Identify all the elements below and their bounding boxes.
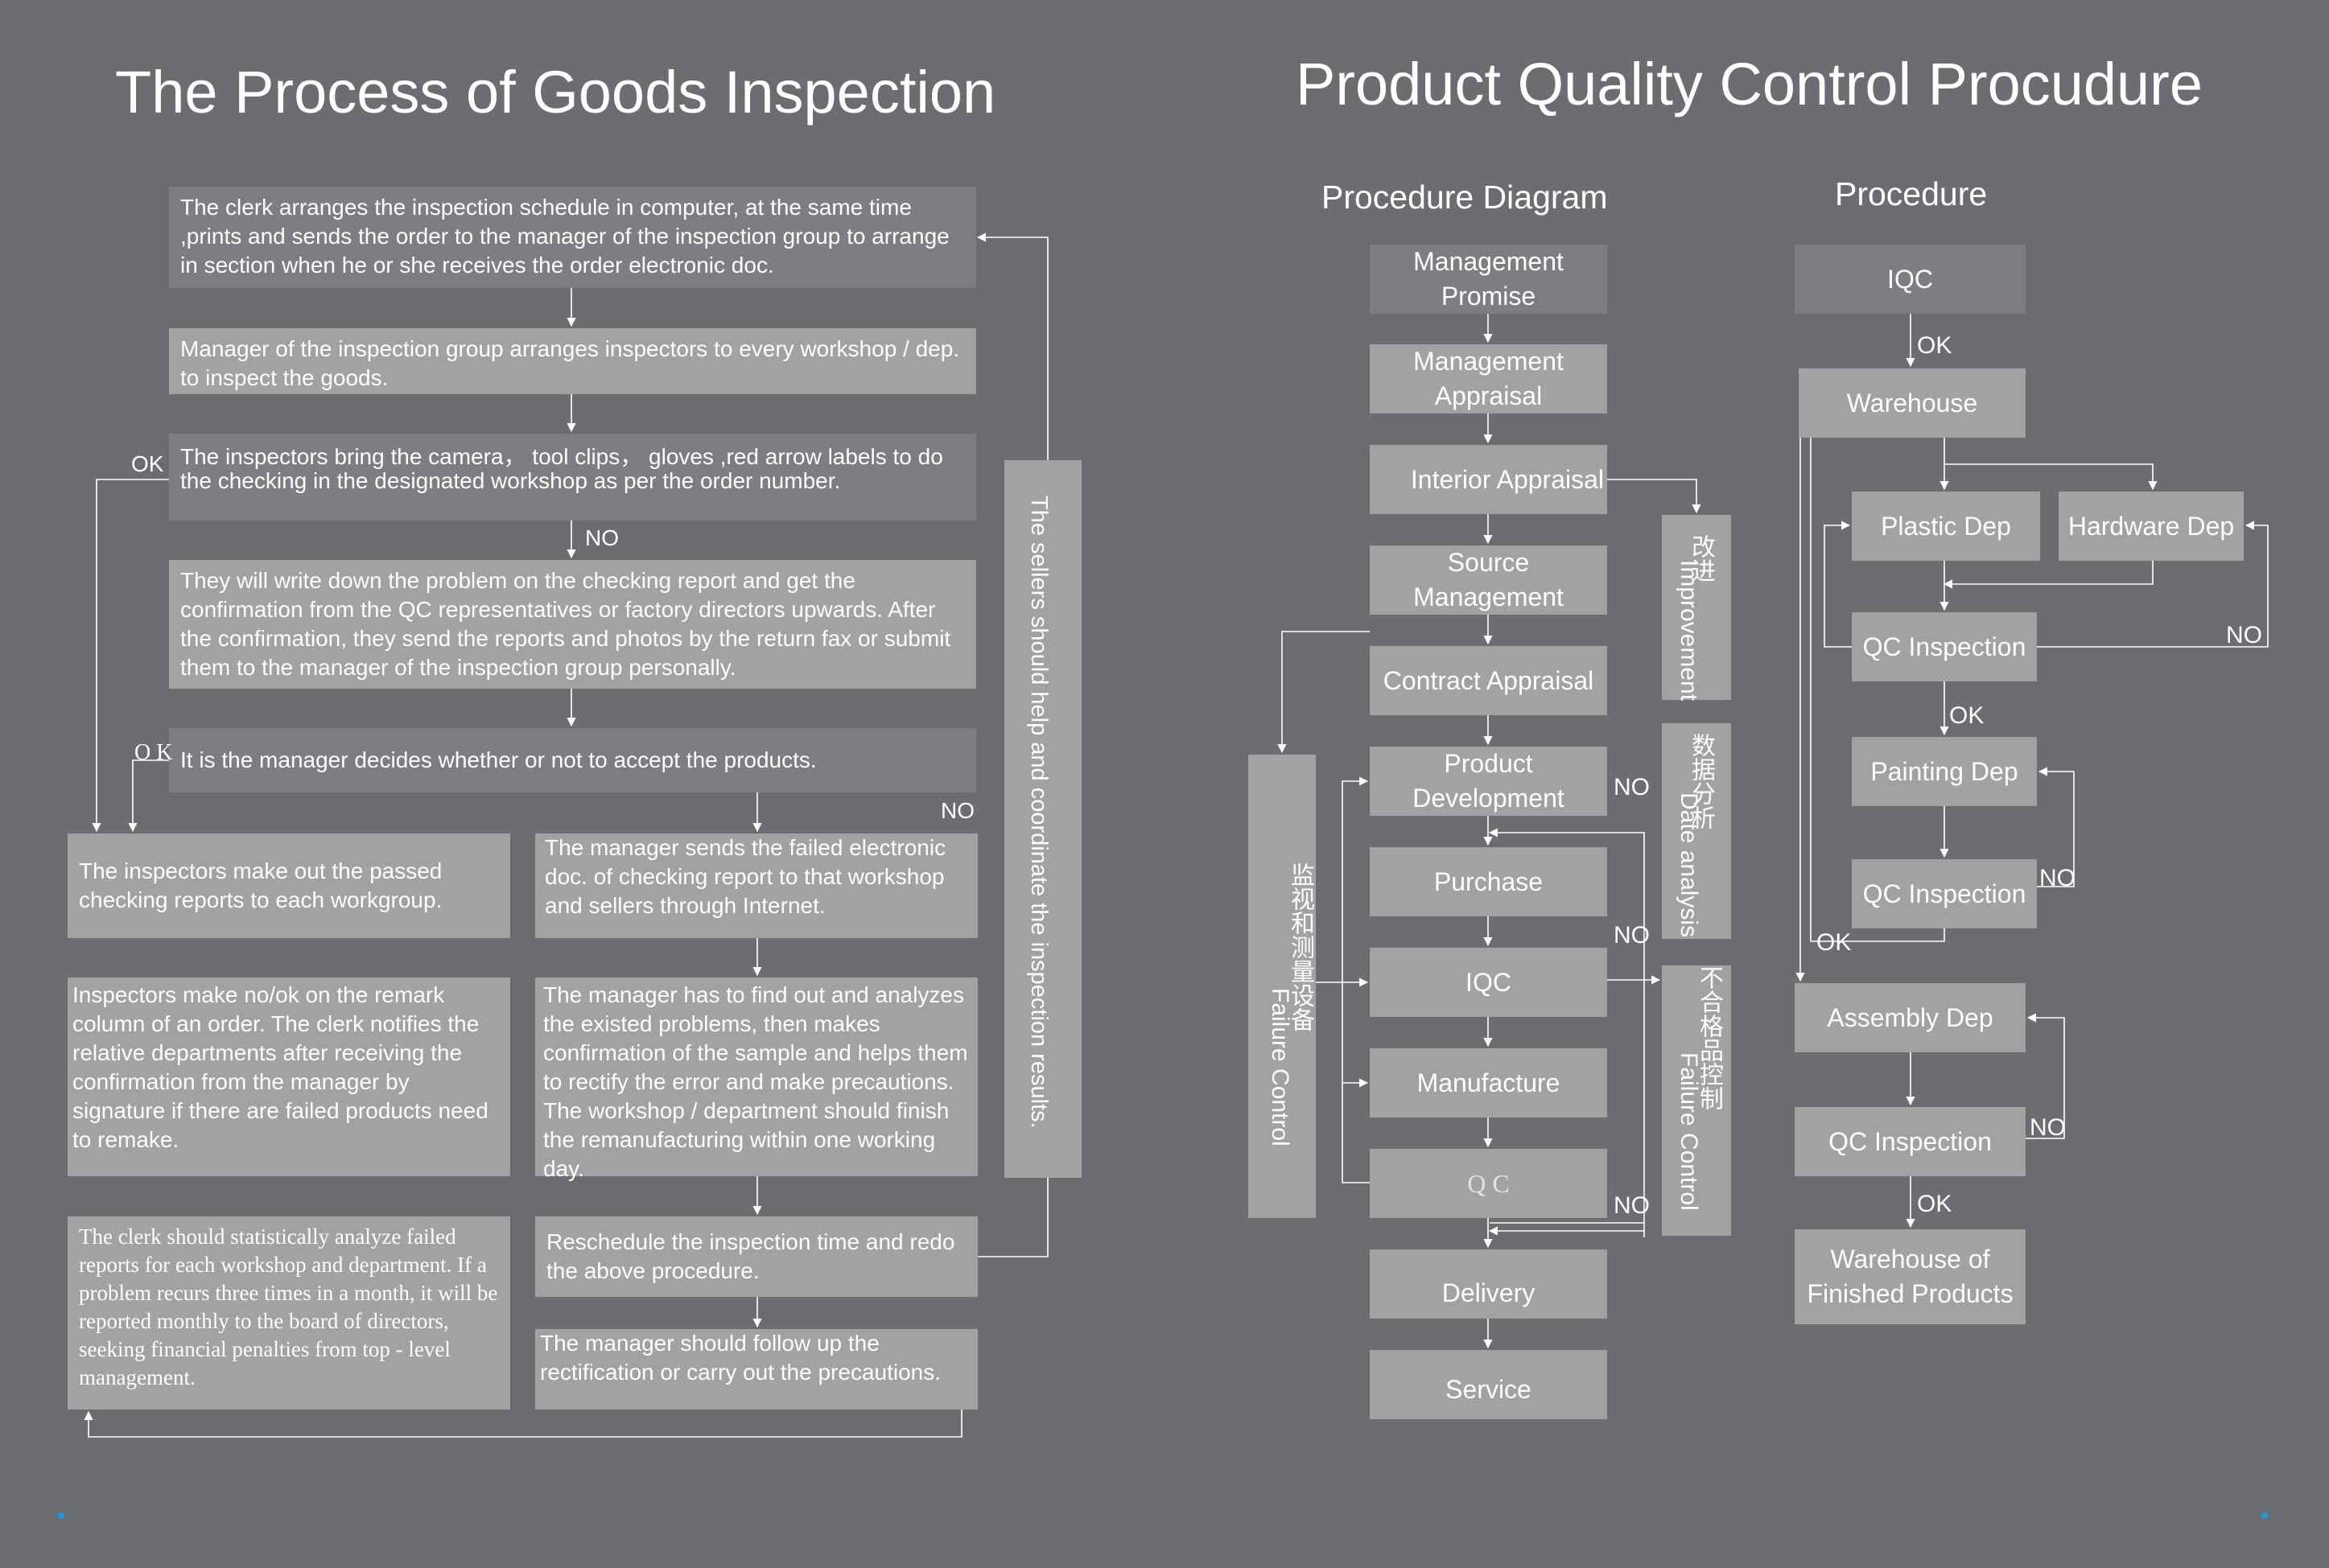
improvement-bar: 改进 Improvement <box>1662 515 1731 702</box>
data-analysis-en: Date analysis <box>1676 792 1702 938</box>
diagram-step-service: Service <box>1370 1350 1607 1419</box>
step-schedule-text: The clerk arranges the inspection schedu… <box>180 195 950 278</box>
page-marker-right <box>2261 1512 2268 1519</box>
arrow-ok-passed <box>92 479 169 833</box>
step-analyze-problems: The manager has to find out and analyzes… <box>535 977 978 1181</box>
proc-step-qc-inspection-3: QC Inspection <box>1795 1107 2026 1176</box>
proc-label-ok: OK <box>1917 332 1952 359</box>
data-analysis-bar: 数据分析 Date analysis <box>1662 723 1731 939</box>
proc-step-painting-dep: Painting Dep <box>1852 737 2037 806</box>
proc-step-warehouse: Warehouse <box>1799 368 2026 438</box>
proc-step-finished-warehouse: Warehouse of Finished Products <box>1795 1229 2026 1324</box>
failure-control-left-en: Failure Control <box>1267 988 1293 1146</box>
step-analyze-text: The manager has to find out and analyzes… <box>543 982 968 1181</box>
diagram-step-iqc: IQC <box>1370 948 1607 1017</box>
step-manager-decides: It is the manager decides whether or not… <box>169 728 976 792</box>
proc-step-hardware-dep: Hardware Dep <box>2059 492 2244 561</box>
step-decides-text: It is the manager decides whether or not… <box>180 747 817 772</box>
failure-control-right-bar: 不合格品控制 Failure Control <box>1662 965 1731 1236</box>
diagram-step-delivery: Delivery <box>1370 1249 1607 1319</box>
diagram-step-manufacture: Manufacture <box>1370 1048 1607 1117</box>
step-remark-text: Inspectors make no/ok on the remark colu… <box>72 982 488 1152</box>
step-statistics-text: The clerk should statistically analyze f… <box>79 1224 498 1389</box>
arrow-loop-purchase <box>1488 828 1645 1237</box>
line-reschedule-sellers <box>978 1178 1049 1257</box>
arrow-qc1-no-plastic <box>1824 521 1852 648</box>
diagram-label-no: NO <box>1614 774 1650 800</box>
step-statistics: The clerk should statistically analyze f… <box>68 1216 510 1410</box>
arrow-qc1-no-hardware <box>2037 521 2269 648</box>
step-arrange-inspectors: Manager of the inspection group arranges… <box>169 328 976 394</box>
arrow-ok2-passed <box>128 759 169 833</box>
proc-label-no: NO <box>2226 622 2262 648</box>
proc-step-qc-inspection-2: QC Inspection <box>1852 859 2037 928</box>
proc-step-plastic-dep: Plastic Dep <box>1852 492 2040 561</box>
diagram-step-purchase: Purchase <box>1370 847 1607 916</box>
step-reschedule: Reschedule the inspection time and redo … <box>535 1216 978 1297</box>
failure-control-left-cn: 监视和测量设备 <box>1287 862 1313 1031</box>
arrow-followup-statistics <box>84 1410 963 1438</box>
step-write-text: They will write down the problem on the … <box>180 568 951 680</box>
arrow-source-failure <box>1277 631 1370 754</box>
label-ok: OK <box>131 451 164 476</box>
diagram-step-management-promise: Management Promise <box>1370 245 1607 314</box>
page-marker-left <box>58 1512 64 1519</box>
arrow-hardware-qc1 <box>1943 561 2154 589</box>
proc-label-ok-4: OK <box>1917 1191 1952 1217</box>
arrow-sellers-schedule <box>976 233 1049 460</box>
proc-label-ok-2: OK <box>1949 702 1985 729</box>
step-bring-text: The inspectors bring the camera， tool cl… <box>180 444 943 493</box>
step-arrange-text: Manager of the inspection group arranges… <box>180 336 960 390</box>
improvement-cn: 改进 <box>1688 534 1714 582</box>
proc-step-iqc: IQC <box>1795 245 2026 314</box>
proc-step-assembly-dep: Assembly Dep <box>1795 983 2026 1052</box>
failure-control-left-bar: 监视和测量设备 Failure Control <box>1248 755 1316 1218</box>
label-no: NO <box>585 525 619 550</box>
right-title: Product Quality Control Procudure <box>1296 51 2203 117</box>
diagram-step-interior-appraisal: Interior Appraisal <box>1370 445 1607 514</box>
diagram-step-product-development: Product Development <box>1370 747 1607 816</box>
diagram-step-source-management: Source Management <box>1370 545 1607 615</box>
failure-control-right-cn: 不合格品控制 <box>1696 965 1722 1110</box>
step-follow-up: The manager should follow up the rectifi… <box>535 1329 978 1410</box>
step-schedule: The clerk arranges the inspection schedu… <box>169 187 976 288</box>
step-passed-text: The inspectors make out the passed check… <box>79 858 443 912</box>
step-remark-column: Inspectors make no/ok on the remark colu… <box>68 977 510 1176</box>
step-reschedule-text: Reschedule the inspection time and redo … <box>546 1229 955 1283</box>
step-passed-reports: The inspectors make out the passed check… <box>68 833 510 938</box>
diagram-heading: Procedure Diagram <box>1321 179 1608 216</box>
arrow-to-hardware <box>1944 438 2158 491</box>
arrow-qc-product-dev <box>1342 776 1370 1183</box>
step-write-report: They will write down the problem on the … <box>169 560 976 689</box>
sellers-coordinate-text: The sellers should help and coordinate t… <box>1026 496 1052 1129</box>
diagram-step-management-appraisal: Management Appraisal <box>1370 344 1607 414</box>
improvement-en: Improvement <box>1676 560 1702 702</box>
data-analysis-cn: 数据分析 <box>1688 733 1714 829</box>
arrow-qc2-no-painting <box>2037 767 2075 887</box>
arrow-interior-improvement <box>1607 479 1701 514</box>
failure-control-right-en: Failure Control <box>1676 1052 1702 1211</box>
sellers-coordinate-bar: The sellers should help and coordinate t… <box>1004 460 1082 1178</box>
label-ok-2: O K <box>134 740 173 765</box>
proc-step-qc-inspection-1: QC Inspection <box>1852 612 2037 681</box>
arrow-qc3-no-assembly <box>2026 1013 2065 1139</box>
procedure-heading: Procedure <box>1835 175 1988 212</box>
diagram-step-contract-appraisal: Contract Appraisal <box>1370 646 1607 715</box>
step-follow-up-text: The manager should follow up the rectifi… <box>540 1331 942 1385</box>
step-bring-tools: The inspectors bring the camera， tool cl… <box>169 434 976 521</box>
proc-label-no-3: NO <box>2030 1114 2066 1141</box>
step-send-failed: The manager sends the failed electronic … <box>535 833 978 938</box>
proc-label-ok-3: OK <box>1816 929 1852 956</box>
step-send-failed-text: The manager sends the failed electronic … <box>545 835 946 918</box>
diagram-step-qc: Q C <box>1370 1149 1607 1218</box>
label-no-2: NO <box>941 798 975 823</box>
line-qc2-ok <box>1810 438 1945 942</box>
left-title: The Process of Goods Inspection <box>115 59 996 126</box>
